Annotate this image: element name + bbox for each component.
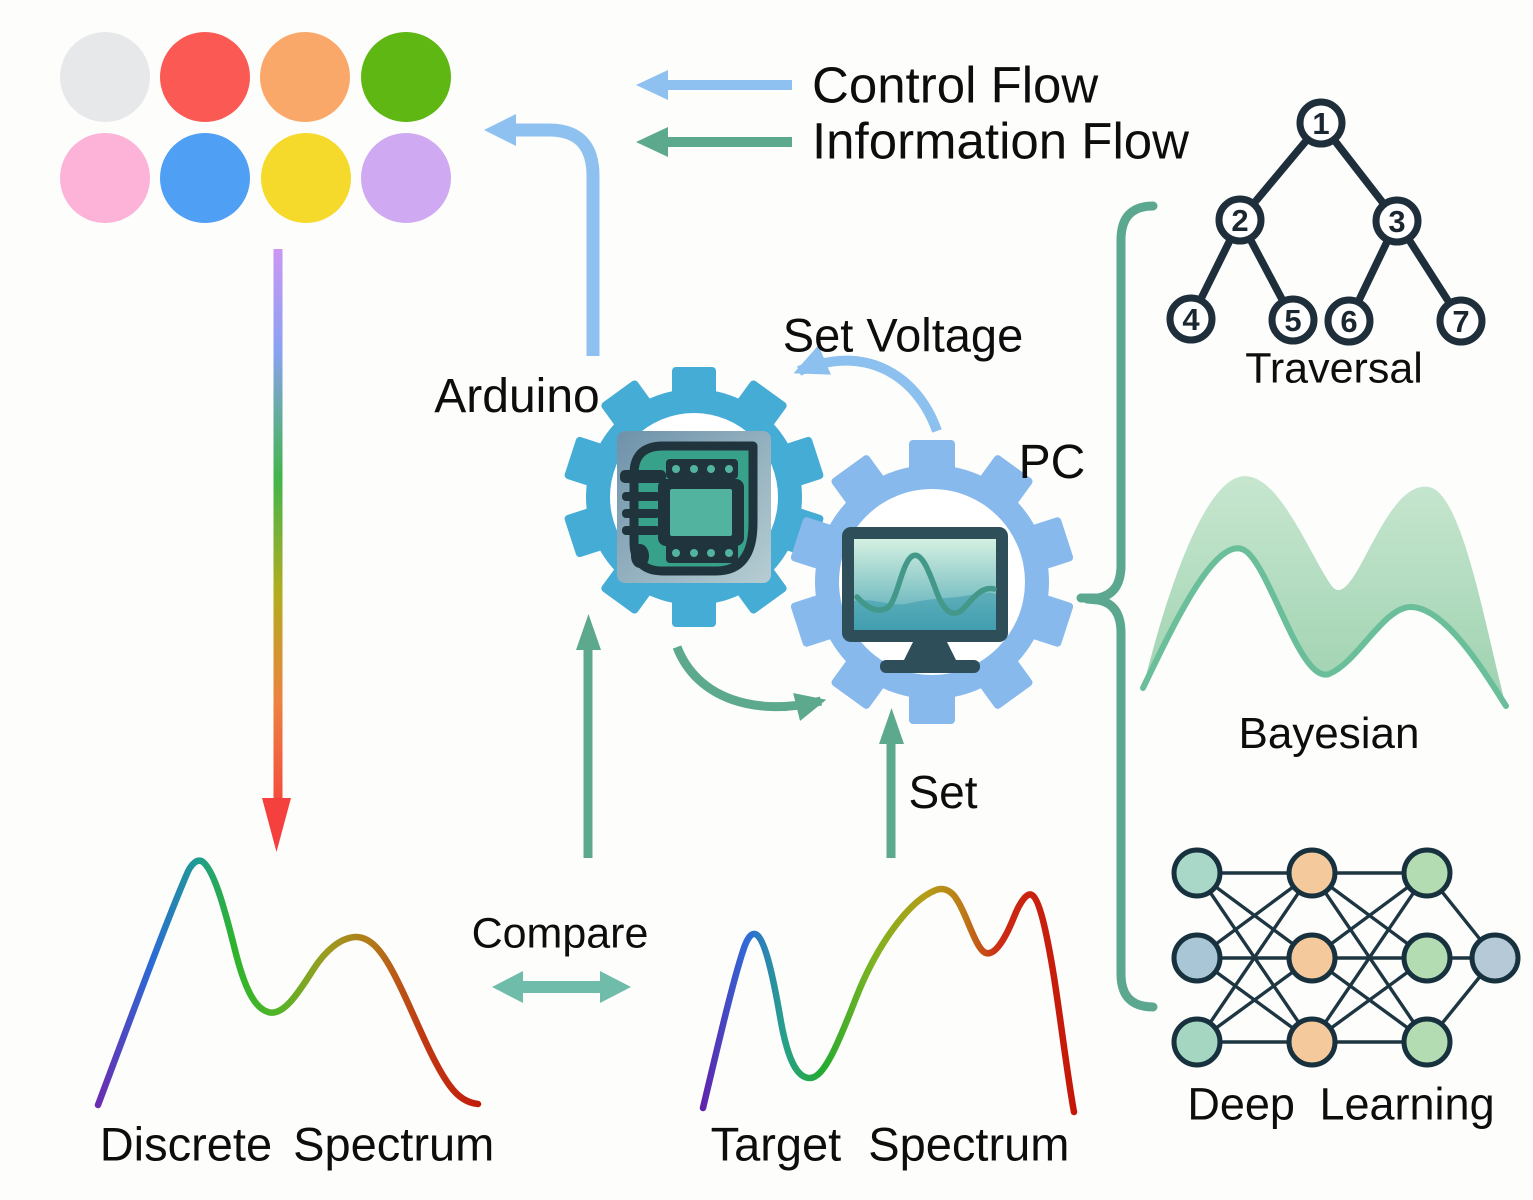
- arrowhead-icon: [262, 798, 291, 852]
- info-arc-arrow: [672, 645, 827, 721]
- info-arrow-discrete-to-arduino: [576, 614, 601, 858]
- arduino-label: Arduino: [434, 370, 600, 423]
- tree-node-label: 5: [1284, 303, 1301, 338]
- led-swatch: [60, 32, 150, 122]
- discrete-spectrum-label: Discrete Spectrum: [99, 1117, 495, 1171]
- pc-label: PC: [1018, 436, 1086, 489]
- monitor-icon: [842, 527, 1008, 673]
- set-voltage-label: Set Voltage: [782, 308, 1024, 362]
- nn-node: [1401, 932, 1453, 984]
- nn-node: [1286, 1016, 1338, 1068]
- control-arrow-to-leds: [484, 114, 600, 356]
- tree-node: [1215, 195, 1265, 245]
- tree-node: [1324, 296, 1374, 346]
- led-swatch: [261, 133, 351, 223]
- pc-gear-icon: [790, 440, 1074, 724]
- led-swatch: [160, 32, 250, 122]
- information-flow-arrow-icon: [636, 127, 792, 157]
- deep-learning-label: Deep Learning: [1187, 1078, 1495, 1130]
- tree-node-label: 7: [1452, 304, 1469, 339]
- tree-node: [1268, 295, 1318, 345]
- target-spectrum-curve: [699, 885, 1078, 1116]
- tree-node: [1296, 98, 1346, 148]
- set-voltage-arc-arrow: [793, 345, 942, 433]
- bayesian-band: [1140, 476, 1509, 709]
- algorithms-brace: [1076, 201, 1158, 1012]
- control-flow-label: Control Flow: [812, 56, 1099, 114]
- control-flow-arrow-icon: [636, 70, 792, 100]
- compare-label: Compare: [471, 909, 649, 958]
- deep-learning-network: [1171, 847, 1521, 1068]
- screen-wave-icon: [854, 552, 997, 616]
- tree-node: [1372, 196, 1422, 246]
- led-swatch: [361, 32, 451, 122]
- tree-node: [1166, 294, 1216, 344]
- tree-node: [1436, 296, 1486, 346]
- led-swatch: [160, 133, 250, 223]
- nn-node: [1171, 932, 1223, 984]
- nn-node: [1286, 847, 1338, 899]
- information-flow-label: Information Flow: [812, 112, 1189, 170]
- microcontroller-chip-icon: [617, 431, 771, 583]
- tree-node-label: 4: [1182, 302, 1200, 337]
- tree-node-label: 6: [1340, 304, 1357, 339]
- led-array: [60, 32, 451, 223]
- led-swatch: [361, 133, 451, 223]
- tree-node-label: 1: [1312, 106, 1329, 141]
- nn-node: [1469, 932, 1521, 984]
- legend-arrows: [636, 70, 792, 157]
- info-arrow-set-to-pc: [879, 708, 904, 858]
- nn-node: [1171, 1016, 1223, 1068]
- target-spectrum-label: Target Spectrum: [710, 1117, 1070, 1171]
- led-swatch: [60, 133, 150, 223]
- arrowhead-icon: [576, 614, 601, 650]
- discrete-spectrum-curve: [94, 857, 482, 1109]
- tree-node-label: 3: [1388, 204, 1405, 239]
- compare-arrow-icon: [492, 971, 631, 1003]
- nn-node: [1401, 847, 1453, 899]
- nn-node: [1286, 932, 1338, 984]
- bayesian-label: Bayesian: [1238, 709, 1420, 758]
- nn-node: [1171, 847, 1223, 899]
- led-swatch: [260, 32, 350, 122]
- arduino-gear-icon: [564, 367, 824, 627]
- arrowhead-icon: [484, 114, 516, 146]
- arrowhead-icon: [879, 708, 904, 744]
- nn-node: [1401, 1016, 1453, 1068]
- rainbow-output-arrow: [262, 249, 291, 852]
- set-label: Set: [908, 766, 978, 818]
- traversal-tree: 1 2 3 4 5 6 7: [1166, 98, 1486, 346]
- tree-node-label: 2: [1231, 203, 1248, 238]
- traversal-label: Traversal: [1245, 344, 1423, 393]
